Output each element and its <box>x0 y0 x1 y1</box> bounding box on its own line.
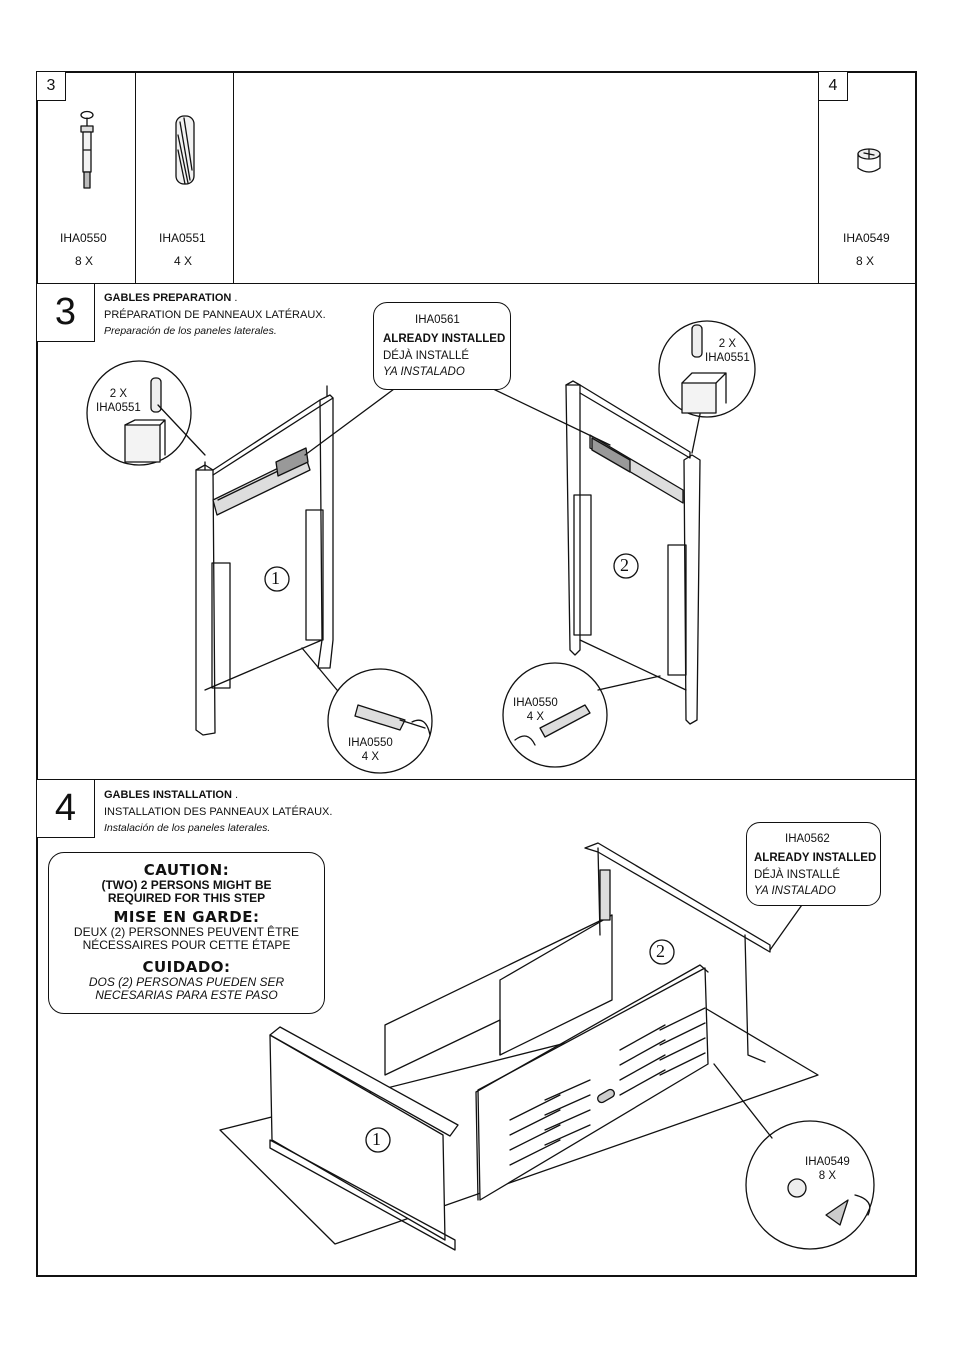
panel-number-circle <box>365 1127 391 1153</box>
cam-lock-icon <box>857 148 881 173</box>
cabinet-assembly-drawing <box>219 842 819 1251</box>
tag-en: ALREADY INSTALLED <box>754 852 877 864</box>
detail-circle <box>745 1120 875 1250</box>
divider-middle-section <box>36 779 917 780</box>
panel-number: 2 <box>656 941 665 961</box>
tag-en: ALREADY INSTALLED <box>383 333 506 345</box>
detail-circle <box>658 320 756 418</box>
tag-es: YA INSTALADO <box>754 885 836 897</box>
caution-heading-en: CAUTION: <box>143 861 230 879</box>
caution-text-en: REQUIRED FOR THIS STEP <box>107 891 266 905</box>
panel-number-circle <box>649 939 675 965</box>
page-frame <box>36 71 917 1277</box>
part-code: IHA0550 <box>60 231 107 245</box>
divider-part1 <box>135 71 136 283</box>
step-title-en: GABLES PREPARATION . <box>104 292 238 304</box>
detail-circle <box>86 360 192 466</box>
part-qty: 4 X <box>171 254 196 268</box>
panel-number: 2 <box>620 555 629 575</box>
gable-right-drawing <box>565 380 701 725</box>
step-title-es: Preparación de los paneles laterales. <box>104 325 277 337</box>
caution-text-en: (TWO) 2 PERSONS MIGHT BE <box>101 878 272 892</box>
wood-dowel-icon <box>175 115 195 185</box>
already-installed-tag: IHA0562 ALREADY INSTALLED DÉJÀ INSTALLÉ … <box>746 822 881 906</box>
panel-number: 1 <box>372 1129 381 1149</box>
detail-circle <box>502 662 608 768</box>
part-qty: 8 X <box>72 254 97 268</box>
panel-number: 1 <box>271 568 280 588</box>
caution-heading-fr: MISE EN GARDE: <box>113 908 260 926</box>
tag-part-code: IHA0561 <box>415 314 460 326</box>
divider-part2 <box>233 71 234 283</box>
detail-circle <box>327 668 433 774</box>
caution-heading-es: CUIDADO: <box>142 958 231 976</box>
gable-left-drawing <box>195 385 334 736</box>
tag-part-code: IHA0562 <box>785 833 830 845</box>
part-code: IHA0551 <box>159 231 206 245</box>
part-qty: 8 X <box>853 254 878 268</box>
divider-top-section <box>36 283 917 284</box>
tag-fr: DÉJÀ INSTALLÉ <box>383 350 470 362</box>
caution-text-fr: DEUX (2) PERSONNES PEUVENT ÊTRE <box>73 925 300 939</box>
hardware-step-number-right: 4 <box>819 72 848 101</box>
caution-box: CAUTION: (TWO) 2 PERSONS MIGHT BE REQUIR… <box>48 852 325 1014</box>
step-title-fr: PRÉPARATION DE PANNEAUX LATÉRAUX. <box>104 309 326 321</box>
step-title-fr: INSTALLATION DES PANNEAUX LATÉRAUX. <box>104 806 333 818</box>
step-title-en: GABLES INSTALLATION . <box>104 789 239 801</box>
panel-number-circle <box>613 553 639 579</box>
step-number: 3 <box>37 284 95 342</box>
caution-text-es: DOS (2) PERSONAS PUEDEN SER <box>88 975 285 989</box>
tag-fr: DÉJÀ INSTALLÉ <box>754 869 841 881</box>
caution-text-fr: NÉCESSAIRES POUR CETTE ÉTAPE <box>82 938 291 952</box>
step-title-es: Instalación de los paneles laterales. <box>104 822 271 834</box>
hardware-step-number-left: 3 <box>37 72 66 101</box>
already-installed-tag: IHA0561 ALREADY INSTALLED DÉJÀ INSTALLÉ … <box>373 302 511 390</box>
part-code: IHA0549 <box>843 231 890 245</box>
cam-bolt-icon <box>80 110 94 189</box>
tag-es: YA INSTALADO <box>383 366 465 378</box>
divider-part3 <box>818 71 819 283</box>
caution-text-es: NECESARIAS PARA ESTE PASO <box>95 988 278 1002</box>
panel-number-circle <box>264 566 290 592</box>
step-number: 4 <box>37 780 95 838</box>
